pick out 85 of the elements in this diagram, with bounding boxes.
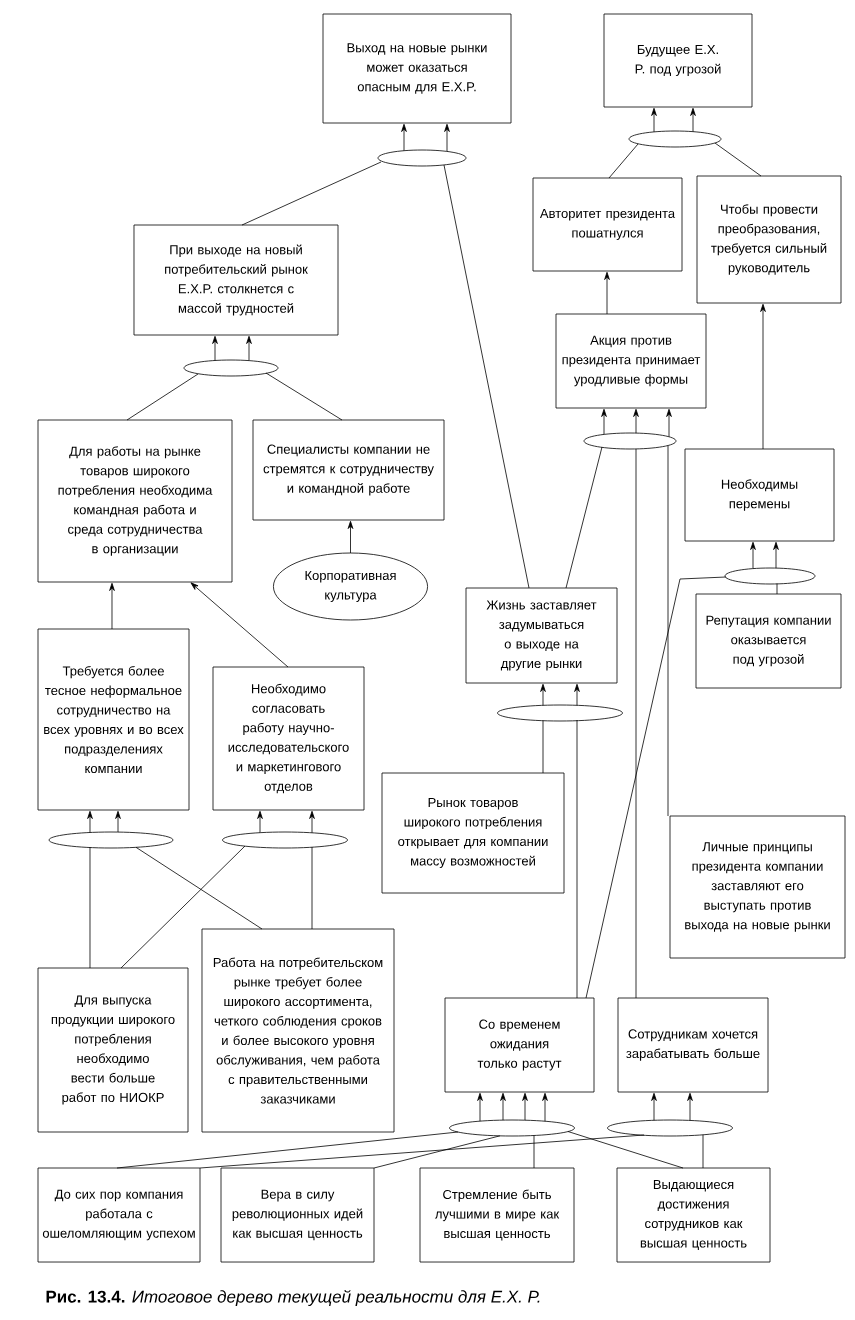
junction-ellipse bbox=[497, 704, 623, 722]
junction-ellipse bbox=[607, 1119, 733, 1137]
junction-ellipse bbox=[377, 149, 467, 167]
statement-box: Специалисты компании не стремятся к сотрудничеству и командной работе bbox=[252, 419, 445, 521]
statement-box: До сих пор компания работала с ошеломляющим успехом bbox=[37, 1167, 201, 1263]
statement-box: Необходимо согласовать работу научно-исследовательского и маркетингового отделов bbox=[212, 666, 365, 811]
arrow bbox=[540, 683, 546, 706]
arrow bbox=[477, 1092, 483, 1122]
connector-line bbox=[608, 143, 639, 179]
junction-ellipse bbox=[724, 567, 816, 585]
arrow bbox=[500, 1092, 506, 1121]
junction-ellipse bbox=[583, 432, 677, 450]
connector-line bbox=[89, 846, 91, 969]
connector-line bbox=[635, 448, 637, 999]
connector-line bbox=[135, 846, 263, 930]
arrow bbox=[190, 582, 289, 668]
arrow bbox=[347, 520, 354, 554]
statement-box: Будущее E.X. P. под угрозой bbox=[603, 13, 753, 108]
statement-box: Чтобы провести преобразования, требуется сильный руководитель bbox=[696, 175, 842, 304]
connector-line bbox=[373, 1135, 501, 1169]
junction-ellipse bbox=[628, 130, 722, 148]
statement-box: Репутация компании оказывается под угрозой bbox=[695, 593, 842, 689]
arrow bbox=[542, 1092, 548, 1122]
connector-line bbox=[714, 142, 762, 177]
arrow bbox=[257, 810, 263, 834]
arrow bbox=[109, 582, 115, 630]
statement-box: Для выпуска продукции широкого потребления необходимо вести больше работ по НИОКР bbox=[37, 967, 189, 1133]
connector-line bbox=[585, 576, 727, 999]
connector-line bbox=[565, 446, 603, 589]
statement-box: Работа на потребительском рынке требует более широкого ассортимента, четкого соблюдения сроков и более высокого уровня обслуживания, чем работа с правительственными заказчиками bbox=[201, 928, 395, 1133]
connector-line bbox=[443, 164, 530, 589]
arrow bbox=[773, 541, 779, 569]
arrow bbox=[115, 810, 121, 833]
connector-line bbox=[567, 1131, 684, 1169]
connector-line bbox=[311, 846, 313, 930]
arrow bbox=[633, 408, 639, 434]
arrow bbox=[760, 303, 766, 450]
connector-line bbox=[542, 720, 544, 774]
statement-box: Стремление быть лучшими в мире как высшая ценность bbox=[419, 1167, 575, 1263]
statement-box: Необходимы перемены bbox=[684, 448, 835, 542]
statement-box: Выход на новые рынки может оказаться опасным для E.X.P. bbox=[322, 13, 512, 124]
connector-line bbox=[116, 1131, 459, 1169]
arrow bbox=[574, 683, 580, 706]
arrow bbox=[666, 408, 672, 438]
statement-box: Рынок товаров широкого потребления открывает для компании массу возможностей bbox=[381, 772, 565, 894]
junction-ellipse bbox=[48, 831, 174, 849]
arrow bbox=[604, 271, 610, 315]
statement-box: Требуется более тесное неформальное сотрудничество на всех уровнях и во всех подразделениях компании bbox=[37, 628, 190, 811]
statement-box: Вера в силу революционных идей как высшая ценность bbox=[220, 1167, 375, 1263]
connector-line bbox=[126, 373, 199, 421]
arrow bbox=[309, 810, 315, 834]
statement-box: Авторитет президента пошатнулся bbox=[532, 177, 683, 272]
junction-ellipse bbox=[222, 831, 348, 849]
figure-caption: Рис. 13.4. Итоговое дерево текущей реальности для E.X. P. bbox=[46, 1289, 540, 1307]
arrow bbox=[444, 123, 450, 152]
arrow bbox=[401, 123, 407, 152]
connector-line bbox=[120, 845, 246, 969]
connector-line bbox=[576, 719, 578, 999]
arrow bbox=[687, 1092, 693, 1121]
connector-line bbox=[533, 1135, 535, 1169]
connector-line bbox=[199, 1134, 645, 1169]
statement-box: Акция против президента принимает уродливые формы bbox=[555, 313, 707, 409]
arrow bbox=[212, 335, 218, 361]
junction-ellipse bbox=[183, 359, 279, 377]
arrow bbox=[750, 541, 756, 569]
arrow bbox=[522, 1092, 528, 1121]
statement-box: При выходе на новый потребительский рынок E.X.P. столкнется с массой трудностей bbox=[133, 224, 339, 336]
statement-box: Выдающиеся достижения сотрудников как высшая ценность bbox=[616, 1167, 771, 1263]
statement-box: Жизнь заставляет задумываться о выходе на другие рынки bbox=[465, 587, 618, 684]
arrow bbox=[651, 107, 657, 133]
statement-box: Для работы на рынке товаров широкого потребления необходима командная работа и среда сотрудничества в организации bbox=[37, 419, 233, 583]
connector-line bbox=[776, 583, 778, 595]
arrow bbox=[651, 1092, 657, 1121]
connector-line bbox=[667, 445, 669, 817]
connector-line bbox=[241, 161, 382, 226]
statement-box: Личные принципы президента компании заставляют его выступать против выхода на новые рынки bbox=[669, 815, 846, 959]
arrow bbox=[690, 107, 696, 133]
arrow bbox=[246, 335, 252, 361]
statement-box: Со временем ожидания только растут bbox=[444, 997, 595, 1093]
junction-ellipse bbox=[449, 1119, 575, 1137]
connector-line bbox=[702, 1134, 704, 1169]
arrow bbox=[87, 810, 93, 833]
statement-box: Сотрудникам хочется зарабатывать больше bbox=[617, 997, 769, 1093]
arrow bbox=[601, 408, 607, 435]
connector-line bbox=[265, 372, 343, 421]
